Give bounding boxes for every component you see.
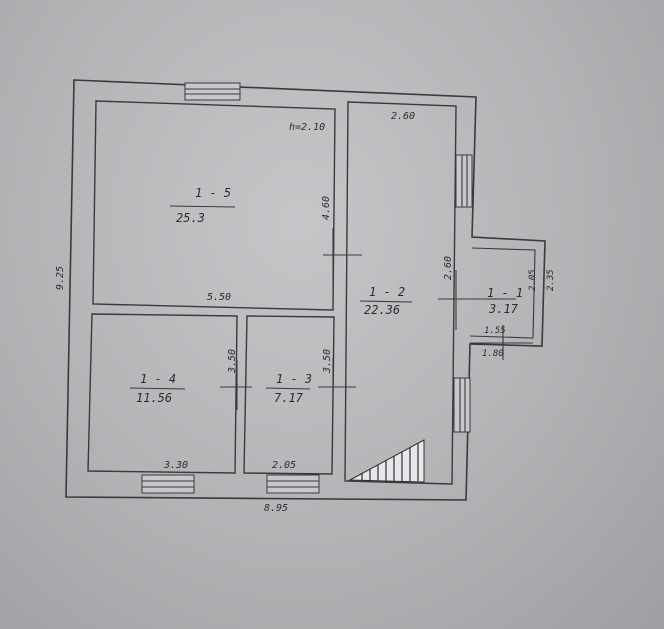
dim-room-1-2-width: 2.60 — [391, 111, 415, 122]
room-1-3-bar — [265, 387, 311, 390]
dim-room-1-5-depth: 4.60 — [321, 196, 332, 220]
room-1-3-outline — [243, 315, 335, 475]
outer-wall — [65, 79, 546, 501]
room-1-2-label: 1 - 2 — [369, 285, 405, 299]
dim-overall-width: 8.95 — [264, 503, 288, 514]
dim-room-1-2-depth: 2.60 — [443, 256, 454, 280]
dim-room-1-3-width: 2.05 — [272, 460, 296, 471]
room-1-4-area: 11.56 — [136, 391, 172, 405]
window-bottom-right — [266, 474, 320, 494]
door-1-4 — [220, 360, 252, 410]
door-1-1 — [438, 270, 516, 330]
window-right-upper — [455, 154, 473, 208]
door-1-3 — [318, 358, 356, 410]
room-1-3-label: 1 - 3 — [276, 372, 312, 386]
window-top — [184, 82, 241, 101]
dim-room-1-4-depth: 3.50 — [227, 349, 238, 374]
room-1-5-bar — [169, 205, 236, 208]
porch-inner-wall — [469, 247, 536, 339]
room-1-5-area: 25.3 — [176, 211, 205, 225]
room-1-1-label: 1 - 1 — [487, 286, 523, 300]
room-1-5-label: 1 - 5 — [195, 186, 231, 200]
room-1-4-bar — [129, 387, 186, 390]
dim-porch-outer-width: 1.80 — [482, 349, 504, 359]
door-porch — [470, 325, 533, 360]
room-1-2-outline — [344, 101, 457, 485]
window-right-lower — [453, 377, 471, 433]
dim-overall-depth: 9.25 — [55, 266, 66, 290]
dim-porch-depth: 2.05 — [528, 269, 538, 291]
staircase — [348, 439, 425, 483]
room-1-5-outline — [92, 100, 336, 311]
room-1-2-bar — [359, 300, 413, 303]
room-1-4-outline — [87, 313, 238, 474]
room-1-3-area: 7.17 — [274, 391, 304, 405]
dim-room-1-4-width: 3.30 — [163, 460, 188, 471]
dim-room-1-5-width: 5.50 — [207, 292, 231, 303]
ceiling-height: h=2.10 — [289, 122, 325, 133]
room-1-4-label: 1 - 4 — [140, 372, 176, 386]
window-bottom-left — [141, 474, 195, 494]
room-1-2-area: 22.36 — [364, 303, 400, 317]
door-1-5 — [323, 228, 362, 290]
dim-porch-outer: 2.35 — [546, 269, 556, 291]
dim-porch-width: 1.55 — [484, 326, 506, 336]
room-1-1-area: 3.17 — [488, 302, 519, 316]
dim-room-1-3-depth: 3.50 — [322, 349, 333, 374]
